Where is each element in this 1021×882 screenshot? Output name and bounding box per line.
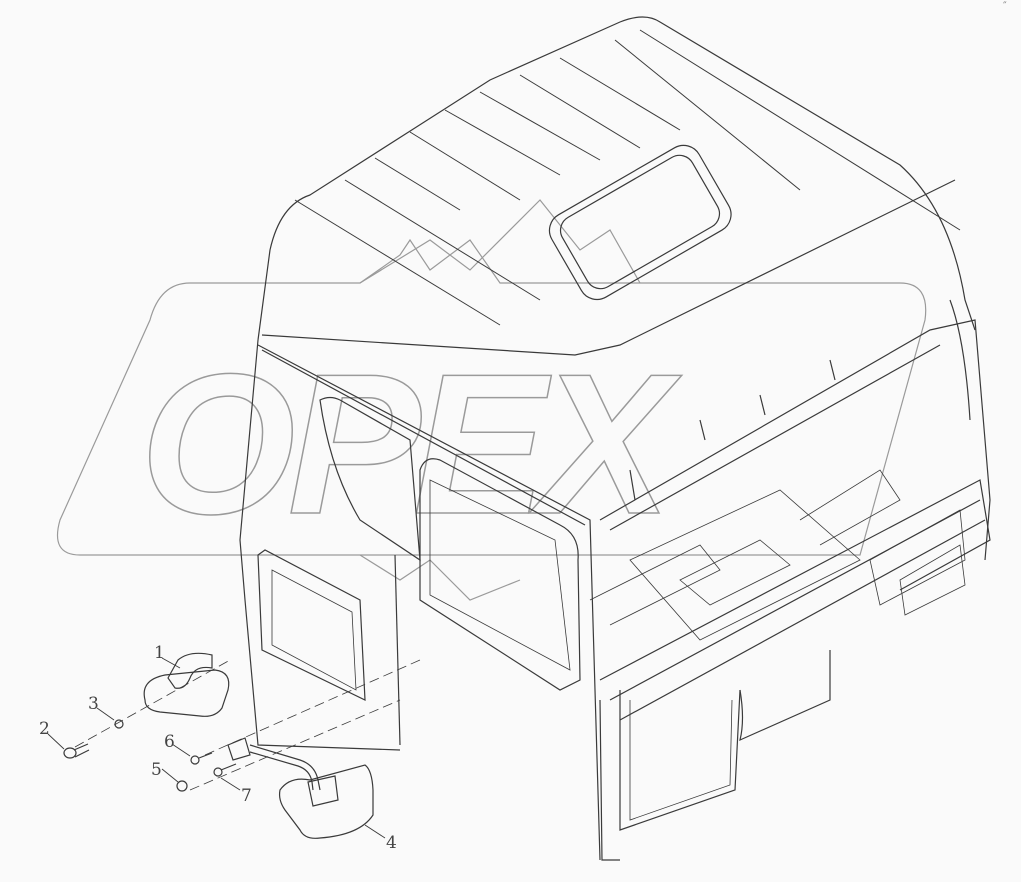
callout-1: 1 [154,643,165,663]
watermark-text: OPEX [139,332,672,557]
callout-6: 6 [164,732,175,752]
part-6-bolt [190,752,213,765]
callout-2: 2 [39,719,50,739]
corner-mark: ″ [1003,1,1007,12]
part-1-mirror-housing [143,652,230,717]
callout-7: 7 [241,786,252,806]
callout-5: 5 [151,760,162,780]
part-2-bolt [63,743,90,759]
part-5-nut [176,780,188,792]
part-4-main-mirror [278,764,374,839]
part-7-screw [213,763,237,777]
callout-4: 4 [386,833,397,853]
callout-3: 3 [88,694,99,714]
part-3-washer [114,719,124,729]
